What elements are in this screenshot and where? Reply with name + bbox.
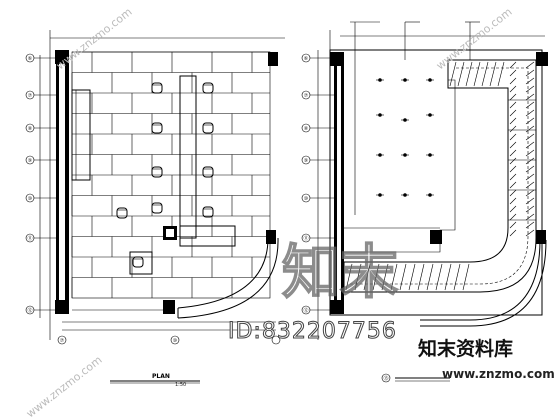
column-bottom-left (55, 300, 69, 314)
axis-label: ⑦ (60, 338, 65, 344)
grid-label: ⑫ (27, 307, 32, 314)
ceiling-light (426, 153, 434, 157)
diagonal-watermark: www.znzmo.com (434, 5, 515, 72)
ceiling-light (376, 113, 384, 117)
grid-bubble: ⑫ (25, 305, 56, 315)
long-desk (179, 75, 197, 239)
chair (202, 206, 214, 218)
grid-label: ⑦ (304, 93, 309, 99)
brand-watermark: 知末资料库 (418, 337, 513, 360)
ceiling-light (426, 113, 434, 117)
plan-title-block: PLAN 1:50 (110, 373, 200, 388)
grid-label: ⑩ (304, 196, 309, 202)
chair (151, 166, 163, 178)
left-floor-plan: ⑥ ⑦ ⑧ ⑨ ⑩ ⑪ ⑫ ⑦ ⑩ PLAN 1:50 (25, 30, 285, 388)
tile-floor-grid (71, 51, 271, 299)
grid-label: ⑫ (303, 307, 308, 314)
axis-label: ⑬ (383, 375, 388, 382)
chair (116, 207, 128, 219)
ceiling-light (426, 78, 434, 82)
curved-wall (177, 237, 269, 309)
grid-label: ⑨ (28, 158, 32, 164)
grid-label: ⑧ (304, 126, 309, 132)
grid-bubble: ⑥ (301, 53, 334, 63)
right-ceiling-plan: ⑥ ⑦ ⑧ ⑨ ⑩ ⑪ ⑫ ⑬ (301, 21, 548, 383)
column-top-left (55, 50, 69, 64)
grid-label: ⑪ (303, 235, 308, 242)
ceiling-light (401, 78, 409, 82)
chair (132, 256, 144, 268)
ceiling-light (401, 193, 409, 197)
ceiling-light (401, 153, 409, 157)
grid-label: ⑥ (304, 56, 309, 62)
chair (202, 122, 214, 134)
watermark-layer: www.znzmo.com www.znzmo.com www.znzmo.co… (24, 5, 555, 420)
chairs-group (116, 82, 214, 268)
chair (151, 202, 163, 214)
grid-bubble: ⑨ (301, 155, 334, 165)
grid-label: ⑦ (28, 93, 33, 99)
ceiling-light (376, 153, 384, 157)
grid-bubble: ⑧ (301, 123, 334, 133)
ceiling-light (401, 118, 409, 122)
grid-bubble: ⑦ (25, 90, 56, 100)
axis-label: ⑩ (173, 338, 178, 344)
chair (151, 82, 163, 94)
hatch-pattern (345, 61, 536, 291)
grid-label: ⑨ (304, 158, 308, 164)
column-top-right (268, 52, 278, 66)
grid-bubble: ⑪ (301, 233, 334, 243)
logo-watermark: 知末 (282, 238, 398, 306)
grid-label: ⑧ (28, 126, 33, 132)
grid-bubble: ⑪ (25, 233, 56, 243)
side-cabinet (71, 89, 91, 181)
ceiling-lights (376, 78, 434, 197)
grid-bubble: ⑫ (301, 305, 334, 315)
grid-bubble: ⑩ (25, 193, 56, 203)
chair (202, 82, 214, 94)
column-bottom-mid (163, 300, 175, 314)
column-mid-right (266, 230, 276, 244)
ceiling-light (376, 78, 384, 82)
chair (202, 166, 214, 178)
grid-bubble: ⑥ (25, 53, 56, 63)
ceiling-light (426, 193, 434, 197)
grid-label: ⑩ (28, 196, 33, 202)
hatched-soffit (343, 59, 537, 293)
grid-bubble: ⑦ (301, 90, 334, 100)
chair (151, 122, 163, 134)
grid-bubble: ⑧ (25, 123, 56, 133)
plan-scale: 1:50 (175, 382, 186, 388)
grid-bubble: ⑩ (301, 193, 334, 203)
diagonal-watermark: www.znzmo.com (24, 353, 105, 420)
grid-bubble: ⑨ (25, 155, 56, 165)
id-watermark: ID:832207756 (228, 319, 397, 344)
plan-title: PLAN (152, 373, 170, 380)
url-watermark: www.znzmo.com (442, 367, 555, 381)
grid-label: ⑪ (27, 235, 32, 242)
bin (129, 251, 153, 275)
ceiling-light (376, 193, 384, 197)
diagonal-watermark: www.znzmo.com (54, 5, 135, 72)
left-axis-bubbles: ⑦ ⑩ (57, 335, 281, 345)
grid-label: ⑥ (28, 56, 33, 62)
